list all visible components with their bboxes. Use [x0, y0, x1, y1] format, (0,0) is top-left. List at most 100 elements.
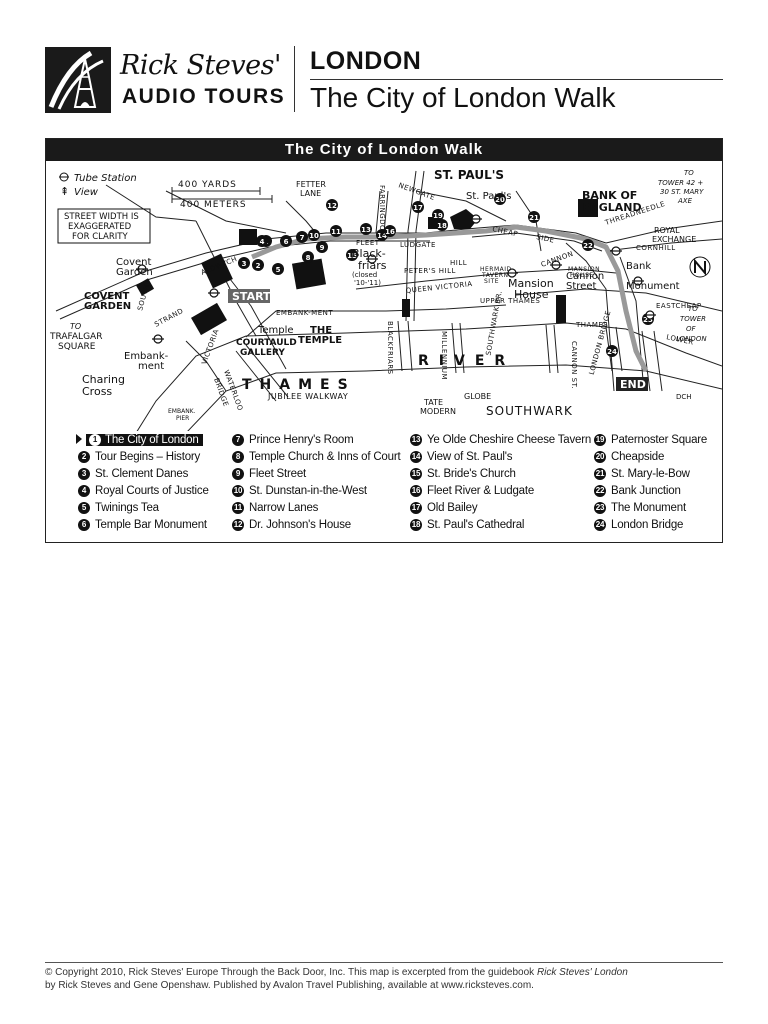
- stop-label: London Bridge: [611, 518, 684, 531]
- stop-marker: 4: [256, 235, 268, 247]
- stop-marker-circle: [316, 241, 328, 253]
- covent-garden-block: [135, 278, 155, 296]
- stop-marker-circle: [412, 201, 424, 213]
- stop-marker-number: 22: [583, 242, 593, 250]
- scale-bar-yards: [171, 187, 261, 195]
- cannon-street-station: [556, 295, 566, 323]
- stop-marker-circle: [296, 231, 308, 243]
- header-divider: [294, 46, 295, 112]
- stop-marker-circle: [280, 235, 292, 247]
- stop-marker-number: 11: [331, 228, 341, 236]
- stop-label: Tour Begins – History: [95, 450, 201, 463]
- stop-label: Bank Junction: [611, 484, 681, 497]
- mansion-house-l2: House: [514, 288, 549, 301]
- stop-marker-number: 4: [260, 238, 265, 246]
- stop-marker: 20: [494, 193, 506, 205]
- chancery-lane: [285, 200, 317, 234]
- stop-marker-number: 23: [643, 316, 653, 324]
- stop-label: Fleet Street: [249, 467, 307, 480]
- stop-marker-circle: [436, 219, 448, 231]
- bank-label: Bank: [626, 261, 651, 272]
- stop-marker-circle: [252, 259, 264, 271]
- map-frame: The City of London Walk: [45, 138, 723, 543]
- royal-courts-block: [239, 229, 257, 245]
- street-strand: STRAND: [153, 307, 185, 329]
- stop-number: 13: [410, 433, 422, 446]
- stop-marker: 19: [432, 209, 444, 221]
- southwark-bridge: [545, 324, 559, 374]
- footer-line1: © Copyright 2010, Rick Steves' Europe Th…: [45, 967, 535, 978]
- tower-london-l1: TO: [688, 305, 698, 313]
- tube-stations: [136, 214, 656, 344]
- globe-label: GLOBE: [464, 392, 491, 401]
- stop-number: 19: [594, 433, 606, 446]
- stop-marker-number: 12: [327, 202, 337, 210]
- footer-line2: by Rick Steves and Gene Openshaw. Publis…: [45, 980, 534, 991]
- blackfriars-l1: Black-: [352, 247, 386, 260]
- stop-label: Prince Henry's Room: [249, 433, 354, 446]
- stop-label: Temple Bar Monument: [95, 518, 207, 531]
- stop-number: 3: [78, 467, 90, 480]
- stop-marker-number: 10: [309, 232, 319, 240]
- stop-number: 20: [594, 450, 606, 463]
- street-cornhill: CORNHILL: [636, 244, 676, 252]
- stop-number: 8: [232, 450, 244, 463]
- royal-exchange-l2: EXCHANGE: [652, 235, 696, 244]
- covent-garden-tube-l1: COVENT: [84, 291, 130, 302]
- stop-marker: 13: [360, 223, 372, 235]
- dch-label: DCH: [676, 393, 692, 401]
- scale-meters: 400 METERS: [180, 200, 247, 210]
- stop-label: Paternoster Square: [611, 433, 708, 446]
- north-arrow-icon: [689, 256, 711, 278]
- stop-marker: 22: [582, 239, 594, 251]
- stop-number: 24: [594, 518, 606, 531]
- river-label-thames: THAMES: [242, 377, 356, 393]
- st-pauls-cathedral: [450, 209, 478, 229]
- tate-l1: TATE: [423, 398, 443, 407]
- scale-bar-meters: [171, 195, 273, 203]
- brand-name: Rick Steves': [120, 50, 281, 81]
- stop-marker-number: 5: [276, 266, 281, 274]
- charing-cross-l2: Cross: [82, 385, 112, 398]
- stop-marker: 7: [296, 231, 308, 243]
- embank-pier-l1: EMBANK.: [168, 408, 196, 415]
- stop-number: 9: [232, 467, 244, 480]
- stop-marker-circle: [432, 209, 444, 221]
- to-tower-l4: AXE: [677, 197, 693, 205]
- stop-number: 16: [410, 484, 422, 497]
- stop-marker: 24: [606, 345, 618, 357]
- fetter-lane-l2: LANE: [300, 189, 321, 198]
- stop-marker-number: 17: [413, 204, 423, 212]
- stop-marker-number: 16: [385, 228, 395, 236]
- stop-item: 6 Temple Bar Monument: [78, 516, 207, 533]
- stop-label: Temple Church & Inns of Court: [249, 450, 401, 463]
- stop-marker-circle: [302, 251, 314, 263]
- street-blackfriars-bridge: BLACKFRIARS: [386, 321, 394, 375]
- view-legend-icon: ⇞: [60, 185, 69, 198]
- london-bridge: [641, 330, 663, 392]
- stop-number: 6: [78, 518, 90, 531]
- to-tower-l2: TOWER 42 +: [658, 179, 703, 187]
- street-mithraeum-l1: HERMAID: [480, 266, 512, 273]
- start-label: START: [232, 290, 271, 303]
- stop-marker-circle: [360, 223, 372, 235]
- embankment-station-block: [191, 302, 227, 336]
- courtauld-l1: COURTAULD: [236, 338, 297, 348]
- temple-block: [291, 258, 327, 290]
- cannon-street-l2: Street: [566, 281, 596, 292]
- bank-of-england-l1: BANK OF: [582, 189, 637, 202]
- stop-item: 24 London Bridge: [594, 516, 683, 533]
- stop-marker-number: 7: [300, 234, 305, 242]
- stop-number: 12: [232, 518, 244, 531]
- stop-label: Royal Courts of Justice: [95, 484, 209, 497]
- street-side: SIDE: [536, 233, 556, 245]
